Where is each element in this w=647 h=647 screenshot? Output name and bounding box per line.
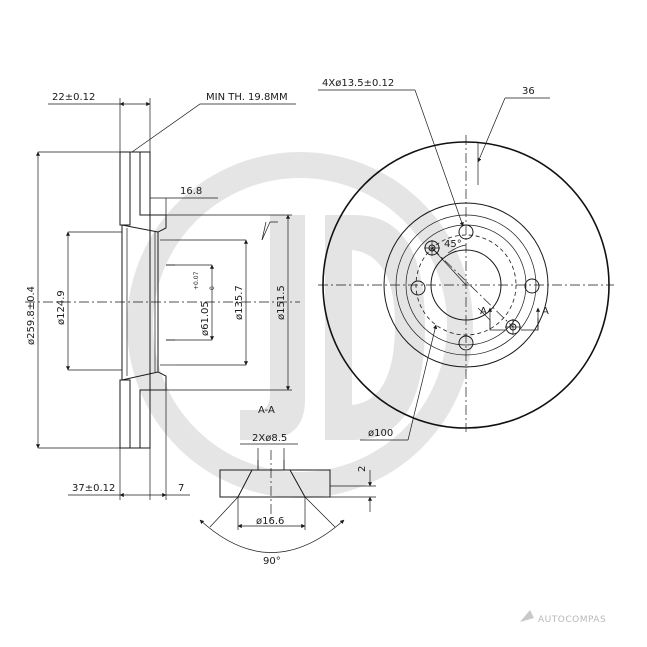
countersink-angle-label: 90° (263, 556, 281, 567)
front-view-dimensions: 4Xø13.5±0.12 36 ø100 (318, 78, 550, 441)
bolt-angle-label: 45° (444, 239, 462, 250)
hat-depth-label: 16.8 (180, 186, 202, 197)
pcd-label: ø100 (368, 428, 393, 439)
outer-diameter-label: ø259.8±0.4 (26, 286, 37, 345)
section-marker-right: A (542, 306, 549, 317)
min-thickness-label: MIN TH. 19.8MM (206, 92, 288, 103)
section-label: A-A (258, 405, 275, 416)
hat-outer-diameter-label: ø135.7 (234, 285, 245, 320)
side-section-view (25, 151, 300, 449)
inner-ring-diameter-label: ø151.5 (276, 285, 287, 320)
vanes-label: 36 (522, 86, 535, 97)
svg-text:AUTOCOMPAS: AUTOCOMPAS (538, 615, 606, 625)
section-a-a-detail: A-A 2Xø8.5 ø16.6 90° 2 (199, 405, 376, 567)
countersink-diameter-label: ø16.6 (256, 516, 284, 527)
bolt-hole (458, 335, 474, 351)
bolt-hole (458, 224, 474, 240)
offset-label: 37±0.12 (72, 483, 115, 494)
section-marker-left: A (480, 306, 487, 317)
center-bore-tol-upper: +0.07 (193, 271, 200, 290)
bolt-hole (410, 280, 426, 296)
screw-holes-label: 2Xø8.5 (252, 433, 287, 444)
thickness-label: 22±0.12 (52, 92, 95, 103)
watermark-logo (127, 152, 473, 498)
bolt-holes-label: 4Xø13.5±0.12 (322, 78, 394, 89)
bolt-hole (524, 278, 540, 294)
front-view: 45° A A (318, 135, 614, 432)
watermark-text: AUTOCOMPAS (520, 610, 606, 625)
center-bore-tol-lower: 0 (209, 286, 216, 290)
hat-wall-label: 7 (178, 483, 184, 494)
hat-diameter-label: ø124.9 (56, 290, 67, 325)
side-view-dimensions: 22±0.12 MIN TH. 19.8MM 16.8 ø259.8±0.4 ø… (26, 92, 296, 500)
center-bore-label: ø61.05 (200, 301, 211, 336)
countersink-depth-label: 2 (357, 466, 368, 472)
